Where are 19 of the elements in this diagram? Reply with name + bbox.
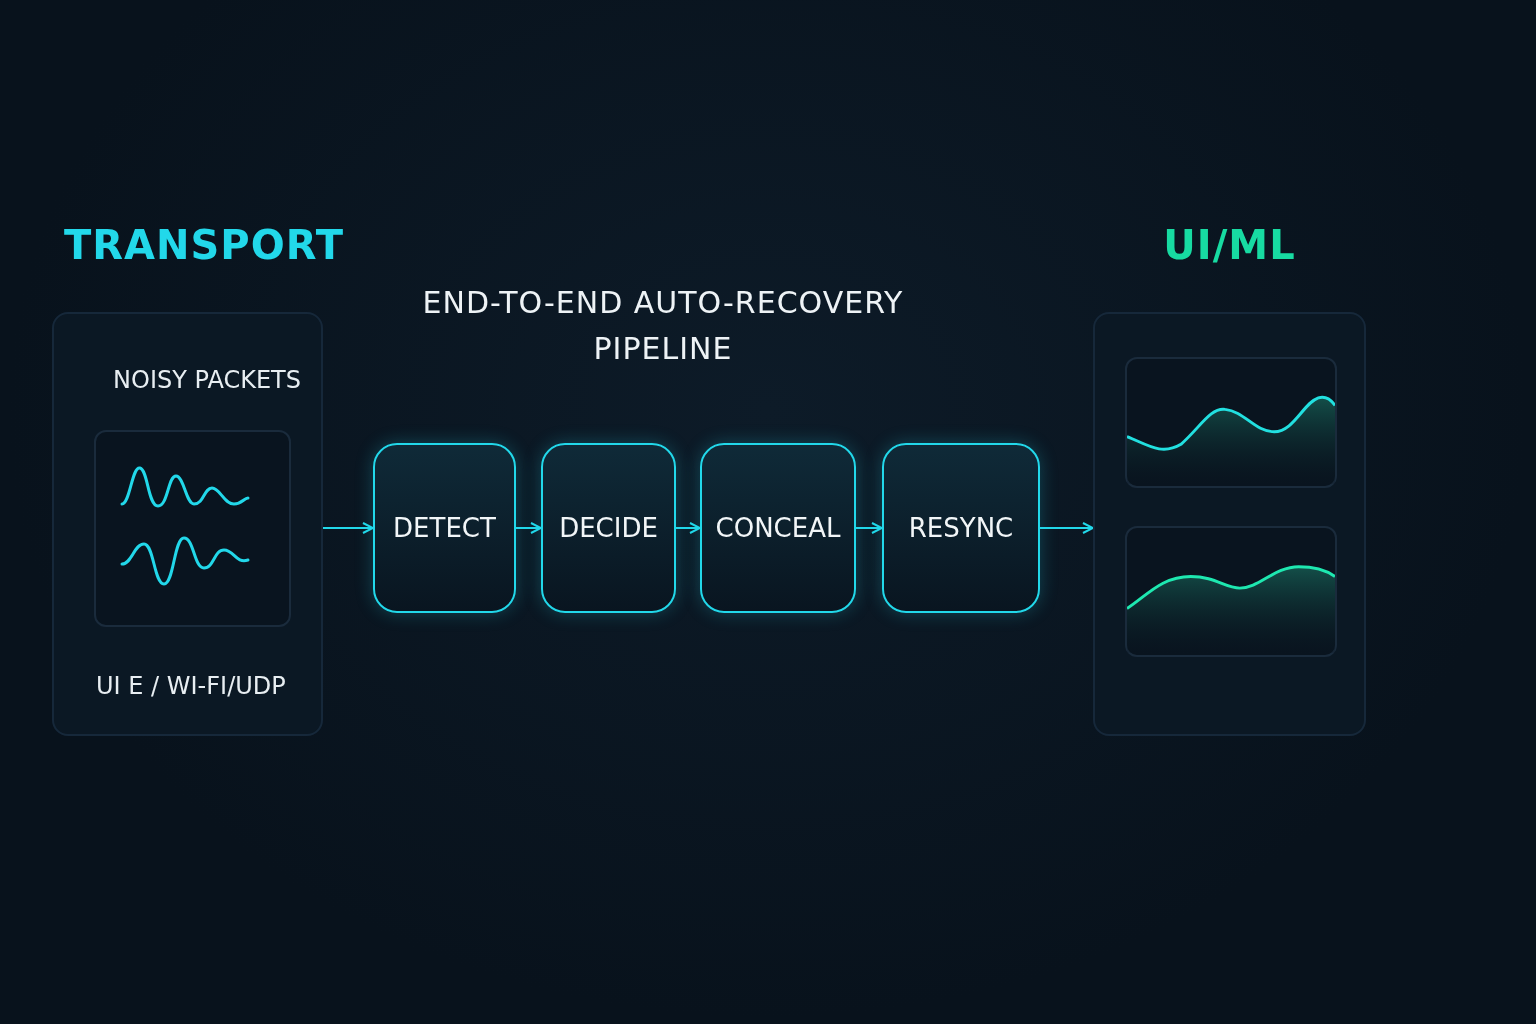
- process-label: CONCEAL: [715, 513, 841, 543]
- arrow: [322, 522, 374, 534]
- section-heading: UI/ML: [1162, 222, 1297, 268]
- process-box: [700, 443, 856, 613]
- diagram-title: END-TO-END AUTO-RECOVERY PIPELINE: [421, 284, 905, 368]
- waveform-card: [94, 430, 291, 627]
- process-label: RESYNC: [908, 513, 1014, 543]
- process-label: DECIDE: [559, 513, 658, 543]
- arrow: [515, 522, 542, 534]
- process-box: [541, 443, 676, 613]
- process-box: [882, 443, 1040, 613]
- panel-label: UI E / WI-FI/UDP: [96, 672, 286, 700]
- arrow: [855, 522, 883, 534]
- arrow: [675, 522, 701, 534]
- process-label: DETECT: [393, 513, 496, 543]
- section-heading: TRANSPORT: [64, 222, 344, 268]
- panel-label: NOISY PACKETS: [113, 366, 301, 394]
- arrow: [1039, 522, 1094, 534]
- process-box: [373, 443, 516, 613]
